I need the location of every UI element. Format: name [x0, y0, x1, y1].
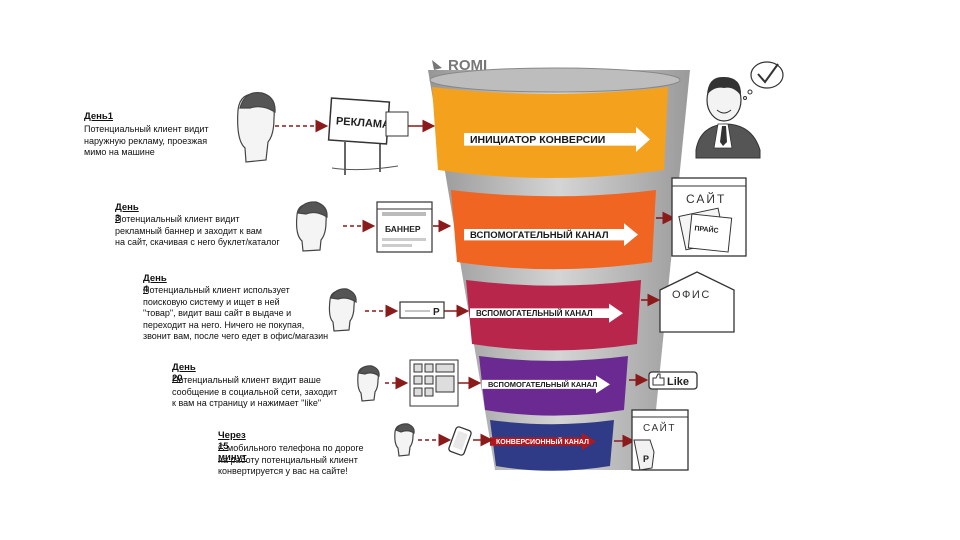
office-label: ОФИС	[672, 289, 711, 301]
step-3-title: День 4	[143, 273, 167, 295]
funnel-band-arrow-icon	[470, 303, 623, 323]
banner-label: БАННЕР	[385, 224, 421, 234]
step-5-title: Через 15 минут	[218, 430, 247, 463]
like-button-icon: Like	[648, 371, 698, 390]
search-bar-icon: P	[399, 301, 445, 319]
source-arrows	[408, 119, 494, 447]
step-4-desc: Потенциальный клиент видит ваше сообщени…	[172, 375, 338, 408]
site-window-icon: САЙТ ПРАЙС	[671, 177, 747, 257]
step-2-title: День 3	[115, 202, 139, 224]
romi-logo: ROMI	[432, 57, 487, 74]
price-label: ПРАЙС	[694, 223, 719, 234]
people	[237, 91, 415, 457]
funnel-band-4: ВСПОМОГАТЕЛЬНЫЙ КАНАЛ	[479, 356, 628, 416]
funnel-band-3: ВСПОМОГАТЕЛЬНЫЙ КАНАЛ	[466, 280, 641, 351]
funnel-band-label: ВСПОМОГАТЕЛЬНЫЙ КАНАЛ	[470, 229, 609, 241]
funnel-band-label: КОНВЕРСИОННЫЙ КАНАЛ	[496, 437, 589, 446]
funnel-band-1: ИНИЦИАТОР КОНВЕРСИИ	[432, 87, 668, 178]
person-head-3-icon	[328, 288, 357, 332]
funnel-band-arrow-icon	[464, 126, 650, 152]
step-3-desc: Потенциальный клиент использует поискову…	[143, 285, 329, 341]
funnel-band-5: КОНВЕРСИОННЫЙ КАНАЛ	[490, 420, 614, 471]
person-head-2-icon	[295, 201, 328, 252]
person-head-4-icon	[357, 365, 380, 402]
step-4-title: День 20	[172, 362, 196, 384]
funnel-band-arrow-icon	[464, 223, 638, 247]
checkmark-bubble-icon	[743, 61, 784, 100]
dashed-arrows	[275, 119, 452, 447]
person-head-5-icon	[394, 423, 415, 457]
search-letter: P	[433, 307, 440, 318]
funnel-bands: ИНИЦИАТОР КОНВЕРСИИ ВСПОМОГАТЕЛЬНЫЙ КАНАЛ…	[432, 87, 668, 471]
step-2-desc: Потенциальный клиент видит рекламный бан…	[115, 214, 280, 247]
funnel-top-rim	[429, 67, 681, 93]
site-window-2-icon: САЙТ P	[631, 409, 689, 471]
billboard-label: РЕКЛАМА	[335, 115, 390, 131]
funnel-band-2: ВСПОМОГАТЕЛЬНЫЙ КАНАЛ	[451, 190, 656, 270]
social-page-icon	[409, 359, 459, 407]
businessman-icon	[695, 61, 784, 159]
hand-pointer-icon: P	[633, 439, 655, 471]
romi-logo-text: ROMI	[448, 57, 487, 74]
step-1-title: День1	[84, 111, 114, 122]
funnel-band-arrow-icon	[482, 375, 610, 394]
site2-letter: P	[643, 454, 649, 464]
site1-label: САЙТ	[686, 191, 726, 206]
like-label: Like	[667, 376, 689, 388]
site2-label: САЙТ	[643, 421, 676, 434]
step-5-desc: С мобильного телефона по дороге на работ…	[218, 443, 364, 476]
banner-icon: БАННЕР	[376, 201, 433, 253]
step-1-desc: Потенциальный клиент видит наружную рекл…	[84, 124, 209, 157]
funnel-band-label: ВСПОМОГАТЕЛЬНЫЙ КАНАЛ	[488, 380, 597, 389]
funnel-band-arrow-icon	[490, 433, 596, 450]
price-documents-icon: ПРАЙС	[678, 207, 733, 253]
person-head-1-icon	[237, 91, 276, 163]
romi-logo-mark-icon	[432, 60, 442, 70]
mobile-phone-icon	[448, 426, 472, 456]
outcome-arrows	[614, 211, 676, 448]
billboard-icon: РЕКЛАМА	[327, 97, 409, 175]
funnel-band-label: ИНИЦИАТОР КОНВЕРСИИ	[470, 134, 605, 146]
funnel-band-shape	[432, 87, 668, 178]
office-building-icon: ОФИС	[659, 271, 735, 333]
funnel-band-label: ВСПОМОГАТЕЛЬНЫЙ КАНАЛ	[476, 309, 593, 318]
